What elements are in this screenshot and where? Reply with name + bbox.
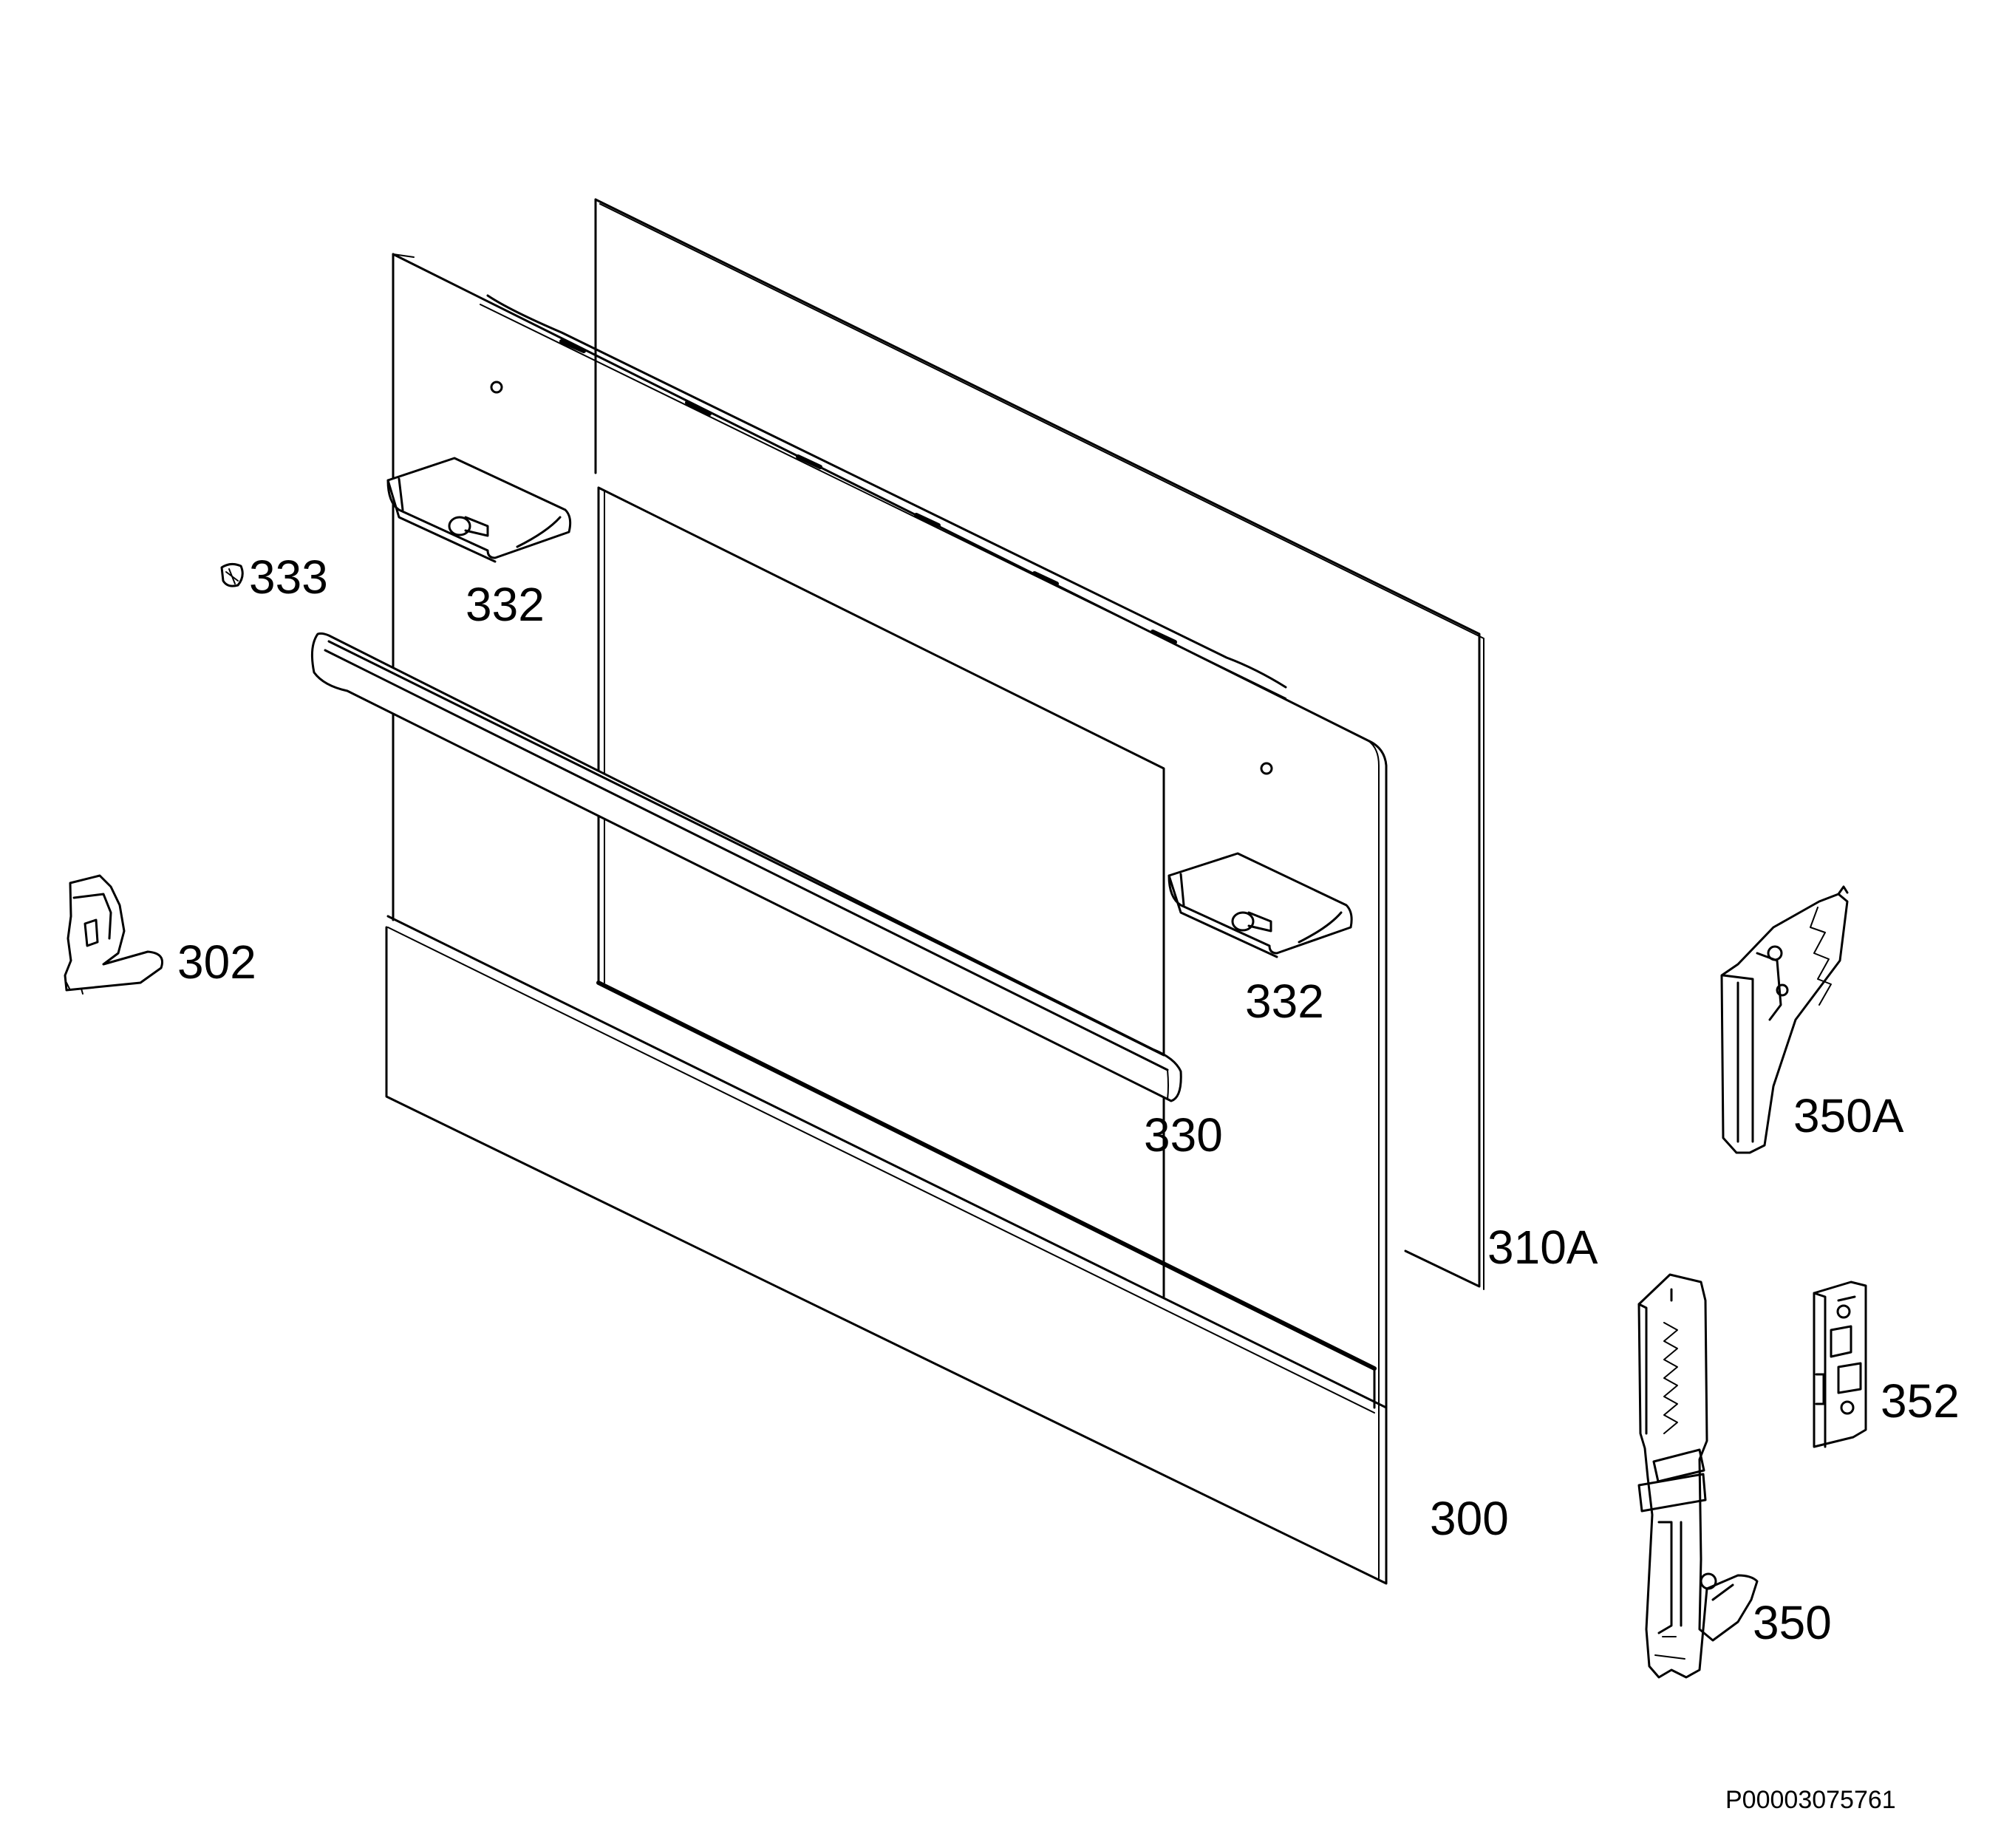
label-350a: 350A xyxy=(1793,1089,1904,1142)
label-332-right: 332 xyxy=(1245,975,1324,1028)
hinge-assembly-350 xyxy=(1637,1273,1759,1679)
handle-bracket-332-right xyxy=(1167,852,1353,958)
label-350: 350 xyxy=(1753,1596,1832,1649)
label-300: 300 xyxy=(1430,1492,1509,1545)
label-332-left: 332 xyxy=(466,578,545,631)
rear-glass-panel-310a xyxy=(594,198,1484,1290)
latch-302 xyxy=(64,874,163,995)
hinge-350a xyxy=(1720,885,1849,1154)
part-labels: 300 302 310A 330 332 332 333 350 350A 35… xyxy=(177,550,1960,1649)
label-333: 333 xyxy=(249,550,328,604)
hinge-receiver-352 xyxy=(1813,1281,1867,1448)
drawing-code: P00003075761 xyxy=(1725,1786,1896,1814)
label-330: 330 xyxy=(1144,1108,1223,1162)
handle-bar-330 xyxy=(310,632,1182,1102)
label-302: 302 xyxy=(177,935,256,989)
handle-bracket-332-left xyxy=(386,457,572,563)
door-panel-300 xyxy=(385,253,1388,1585)
screw-333 xyxy=(220,562,244,587)
label-352: 352 xyxy=(1881,1374,1960,1428)
label-310a: 310A xyxy=(1487,1221,1598,1274)
